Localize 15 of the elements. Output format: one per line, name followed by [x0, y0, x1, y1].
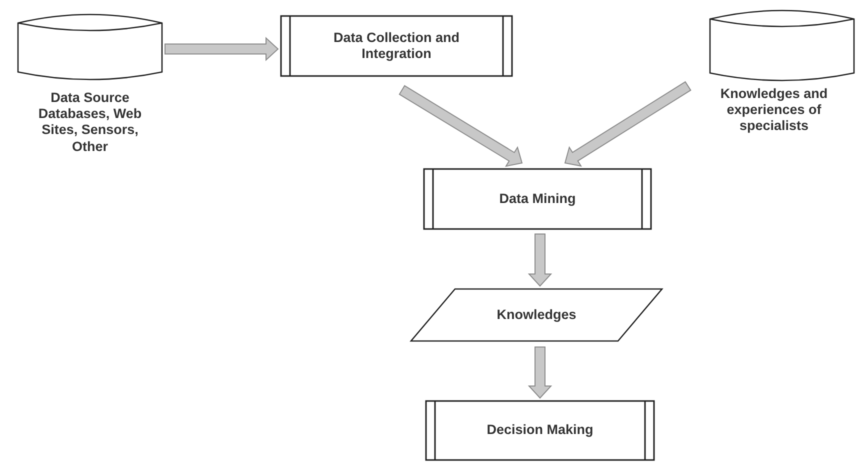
block-arrow [528, 346, 552, 399]
node-label: Data Collection and Integration [332, 30, 460, 62]
process-box [280, 15, 513, 77]
process-box [423, 168, 652, 230]
data-parallelogram [410, 288, 663, 342]
block-arrow [528, 234, 552, 287]
node-label: Knowledges [496, 306, 576, 324]
process-box [425, 400, 655, 461]
block-arrow [164, 36, 279, 62]
node-label: Data Source Databases, Web Sites, Sensors, Other [37, 90, 143, 155]
node-label: Data Mining [499, 190, 576, 208]
block-arrow [398, 85, 523, 167]
block-arrow [564, 81, 692, 167]
node-label: Decision Making [486, 422, 594, 439]
node-label: Knowledges and experiences of specialists [719, 86, 829, 135]
